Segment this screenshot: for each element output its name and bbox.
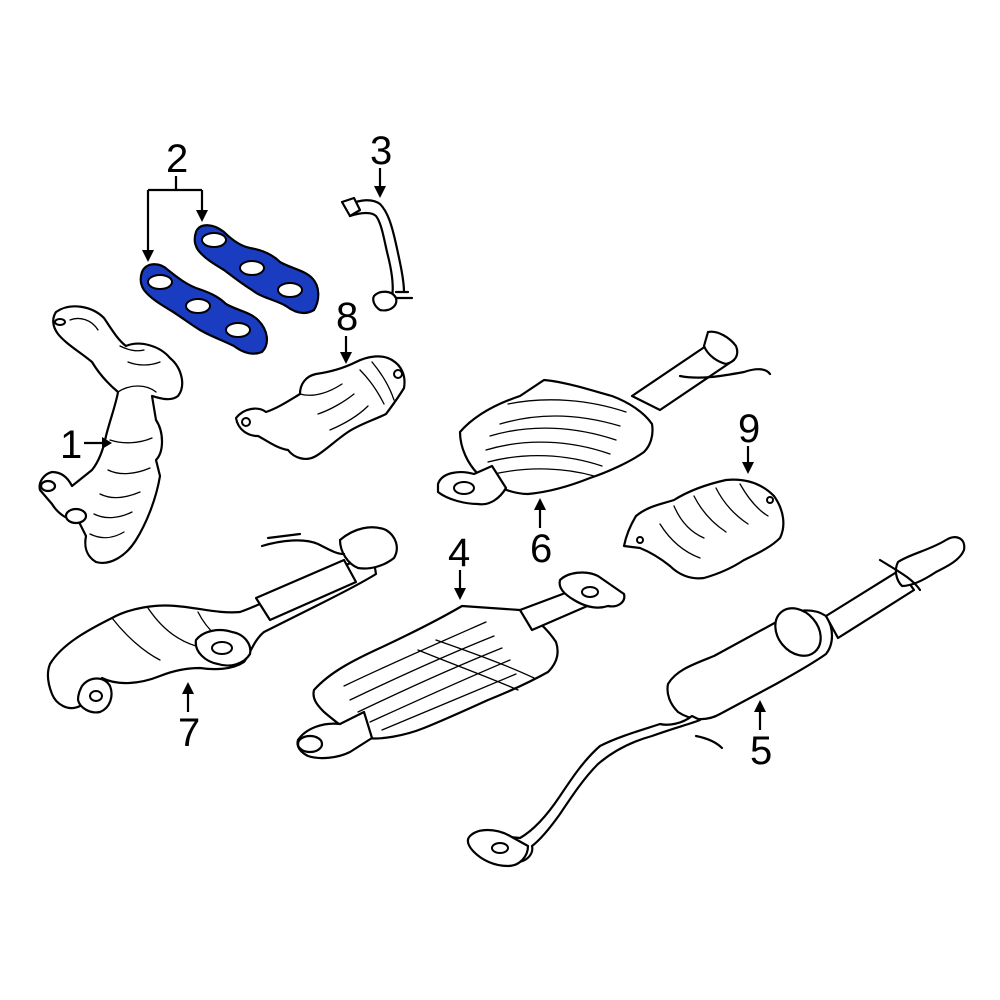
callout-7: 7 [178,711,200,755]
part-1-catalytic-converter[interactable] [38,305,184,564]
part-3-egr-tube[interactable] [340,196,414,312]
part-9-heat-shield[interactable] [622,478,785,580]
part-2-manifold-gaskets[interactable] [139,224,320,355]
part-7-y-pipe[interactable] [46,526,398,714]
callout-1: 1 [60,423,82,467]
callout-3: 3 [370,129,392,173]
part-4-muffler[interactable] [296,571,626,760]
callout-5: 5 [750,729,772,773]
callout-4: 4 [448,531,470,575]
part-8-heat-shield[interactable] [234,355,406,460]
callout-arrows [84,168,766,730]
callout-8: 8 [336,295,358,339]
callout-6: 6 [530,527,552,571]
part-5-tailpipe[interactable] [466,536,966,868]
callout-9: 9 [738,407,760,451]
part-6-resonator[interactable] [436,330,772,506]
callout-2: 2 [166,137,188,181]
